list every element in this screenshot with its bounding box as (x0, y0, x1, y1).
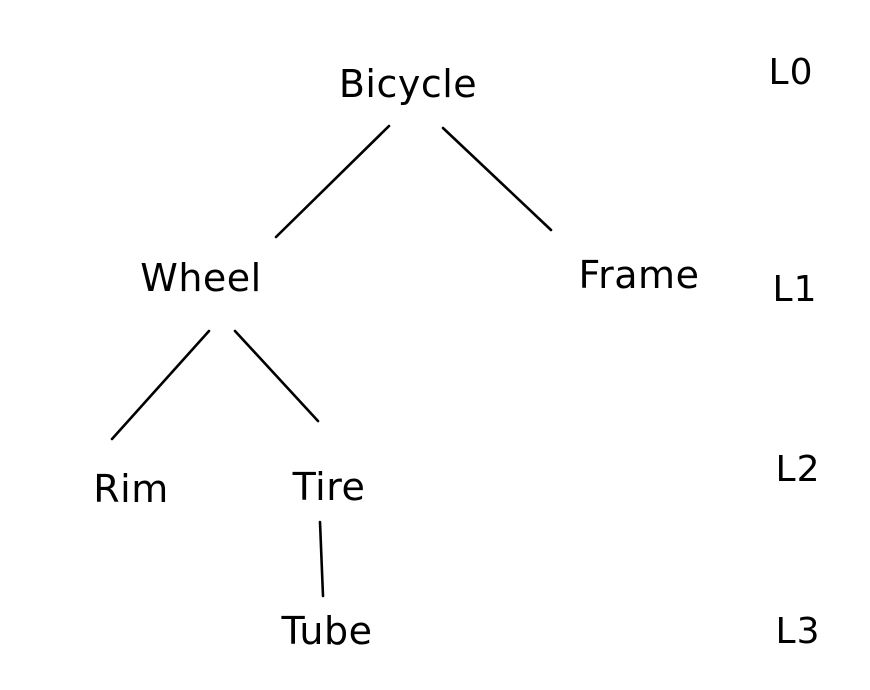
node-bicycle[interactable]: Bicycle (338, 62, 478, 106)
node-rim[interactable]: Rim (93, 467, 169, 511)
level-label-l0: L0 (768, 52, 814, 93)
node-tire[interactable]: Tire (292, 465, 366, 509)
node-wheel[interactable]: Wheel (140, 256, 262, 300)
level-label-l1: L1 (772, 269, 818, 310)
node-frame[interactable]: Frame (578, 253, 700, 297)
edge-tire-tube (318, 520, 325, 598)
node-tube[interactable]: Tube (281, 609, 373, 653)
edge-wheel-rim (110, 329, 211, 441)
level-label-l2: L2 (775, 449, 821, 490)
edge-bicycle-wheel (274, 124, 391, 239)
edge-wheel-tire (233, 329, 320, 423)
level-label-l3: L3 (775, 611, 821, 652)
edge-bicycle-frame (441, 126, 553, 232)
